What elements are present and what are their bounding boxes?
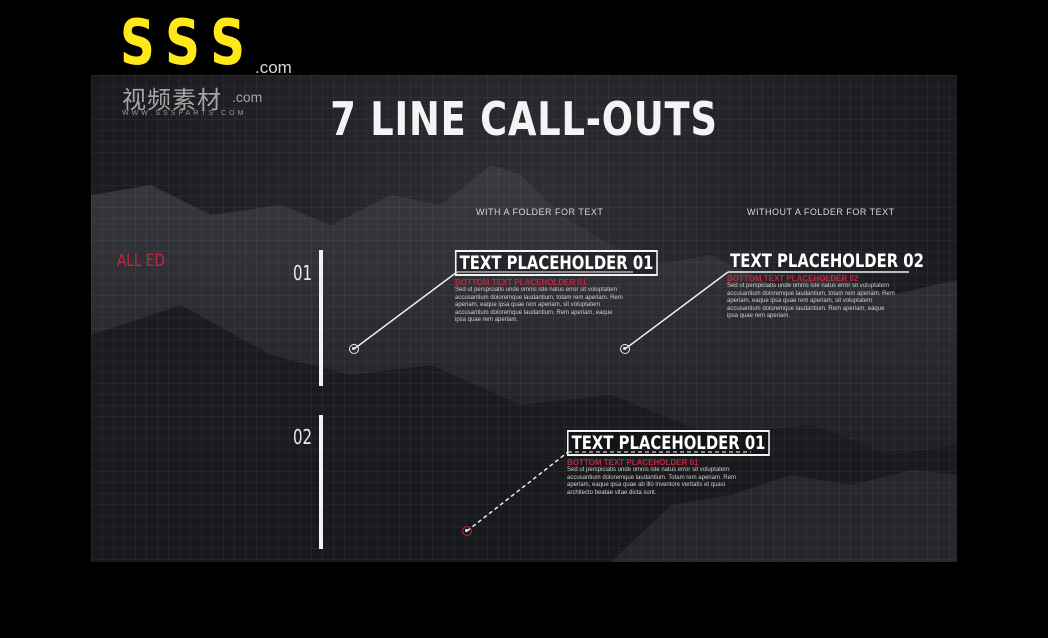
- callout-03: TEXT PLACEHOLDER 01 BOTTOM TEXT PLACEHOL…: [567, 430, 827, 497]
- section-label: ALL ED: [117, 251, 165, 271]
- slide-title: 7 LINE CALL-OUTS: [330, 92, 718, 146]
- callout-01-title: TEXT PLACEHOLDER 01: [455, 250, 659, 276]
- watermark-small-text: WWW.SSSPARTS.COM: [122, 110, 247, 117]
- anchor-point-03: [462, 526, 472, 536]
- callout-01-subtitle: BOTTOM TEXT PLACEHOLDER 01: [455, 278, 587, 287]
- grid-overlay: [91, 75, 957, 562]
- callout-03-subtitle: BOTTOM TEXT PLACEHOLDER 01: [567, 458, 699, 467]
- row-divider-02: [319, 415, 323, 549]
- label-without-folder: WITHOUT A FOLDER FOR TEXT: [747, 207, 895, 217]
- callout-lines: [353, 271, 909, 532]
- callout-line-03: [466, 451, 569, 532]
- anchor-point-02: [620, 344, 630, 354]
- mountain-background: [91, 165, 957, 562]
- callout-01-body: Sed ut perspiciatis unde omnis iste natu…: [455, 287, 623, 323]
- callout-01: TEXT PLACEHOLDER 01 BOTTOM TEXT PLACEHOL…: [455, 250, 715, 325]
- callout-line-02: [624, 271, 729, 350]
- callout-02-title: TEXT PLACEHOLDER 02: [730, 250, 924, 272]
- row-divider-01: [319, 250, 323, 386]
- row-number-01: 01: [293, 261, 313, 285]
- watermark-cn-text: 视频素材: [122, 87, 222, 114]
- label-with-folder: WITH A FOLDER FOR TEXT: [476, 207, 604, 217]
- row-number-02: 02: [293, 425, 313, 449]
- watermark-logo: SSS: [120, 6, 258, 79]
- watermark-domain: .com: [255, 58, 292, 77]
- video-frame: 7 LINE CALL-OUTS WITH A FOLDER FOR TEXT …: [91, 75, 957, 562]
- callout-02-subtitle: BOTTOM TEXT PLACEHOLDER 02: [727, 274, 859, 283]
- callout-03-title: TEXT PLACEHOLDER 01: [567, 430, 771, 456]
- callout-03-body: Sed ut perspiciatis unde omnis iste natu…: [567, 467, 736, 496]
- watermark-cn-domain: .com: [232, 89, 263, 105]
- anchor-point-01: [349, 344, 359, 354]
- callout-line-01: [353, 271, 458, 350]
- callout-02: TEXT PLACEHOLDER 02 BOTTOM TEXT PLACEHOL…: [727, 250, 957, 321]
- callout-02-body: Sed ut perspiciatis unde omnis iste natu…: [727, 283, 895, 319]
